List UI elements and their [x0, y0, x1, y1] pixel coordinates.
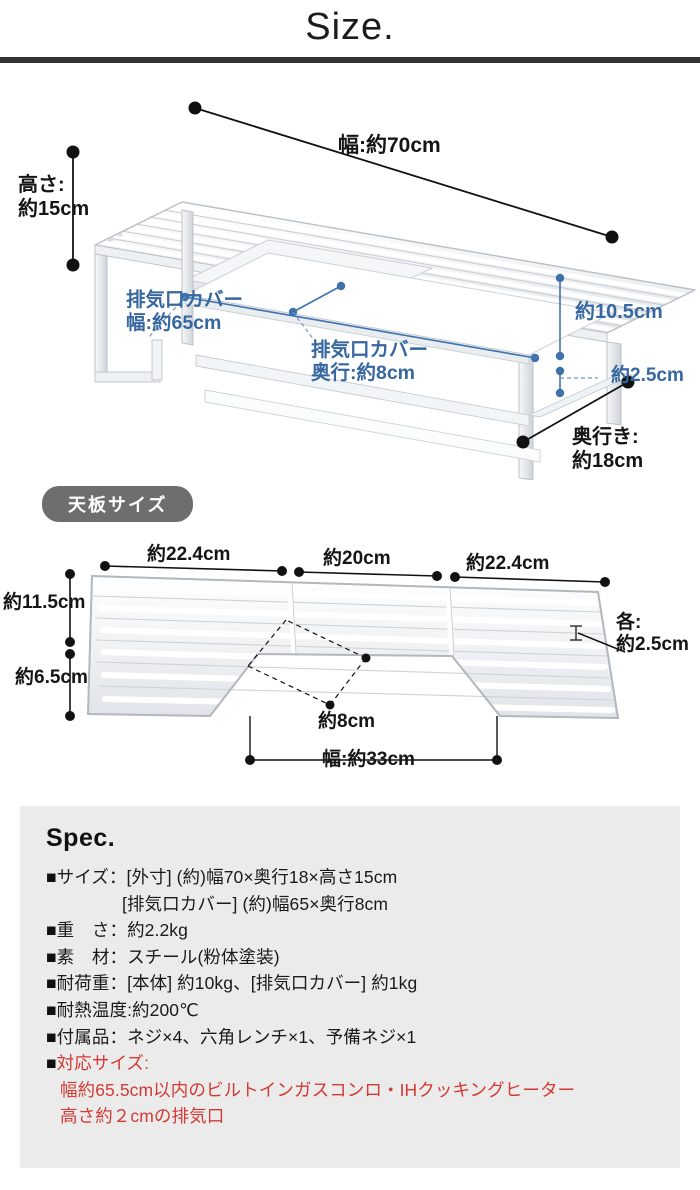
- spec-bullet-icon: ■: [46, 1026, 57, 1047]
- spec-bullet-icon: ■: [46, 946, 57, 967]
- dim-width: [188, 101, 619, 244]
- spec-bullet-icon: ■: [46, 973, 57, 994]
- dim-plate-heights: [65, 569, 75, 721]
- dim-cover-width: [147, 292, 540, 363]
- plate-body: [86, 574, 626, 720]
- header-divider: [0, 57, 700, 63]
- rack-leg-left-front: [94, 253, 163, 383]
- main-product-diagram: 高さ: 約15cm 幅:約70cm 奥行き: 約18cm 排気口カバー 幅:約6…: [0, 90, 700, 481]
- spec-bullet-icon: ■: [46, 867, 57, 887]
- label-height-lower: 約6.5cm: [15, 667, 88, 688]
- dim-gap-lower: [555, 366, 598, 398]
- spec-row-text: サイズ：[外寸] (約)幅70×奥行18×高さ15cm: [56, 867, 398, 887]
- label-height-upper: 約11.5cm: [3, 592, 86, 613]
- spec-row: ■重 さ：約2.2kg: [46, 917, 666, 944]
- label-gap-upper: 約10.5cm: [575, 301, 663, 323]
- spec-row: 高さ約２cmの排気口: [46, 1103, 666, 1130]
- spec-bullet-icon: ■: [46, 920, 57, 941]
- dim-height: [66, 145, 80, 272]
- spec-row-text: [排気口カバー] (約)幅65×奥行8cm: [122, 893, 389, 914]
- spec-row: ■対応サイズ:: [46, 1050, 666, 1077]
- spec-bullet-icon: ■: [46, 999, 57, 1020]
- spec-list: ■サイズ：[外寸] (約)幅70×奥行18×高さ15cm[排気口カバー] (約)…: [46, 864, 666, 1130]
- label-height: 高さ: 約15cm: [18, 174, 90, 220]
- spec-row: ■耐荷重：[本体] 約10kg、[排気口カバー] 約1kg: [46, 970, 666, 997]
- plate-gap-marker: [570, 625, 626, 653]
- spec-panel: Spec. ■サイズ：[外寸] (約)幅70×奥行18×高さ15cm[排気口カバ…: [20, 806, 680, 1168]
- rack-bottom-bar: [527, 372, 634, 418]
- label-depth: 奥行き: 約18cm: [572, 426, 644, 472]
- dim-gap-upper: [555, 273, 565, 361]
- spec-row-text: 耐荷重：[本体] 約10kg、[排気口カバー] 約1kg: [56, 973, 418, 994]
- spec-row-text: 重 さ：約2.2kg: [56, 920, 188, 941]
- label-seg-center: 約20cm: [323, 548, 391, 569]
- page-header: Size.: [0, 0, 700, 63]
- page-title: Size.: [305, 6, 395, 48]
- spec-row: ■耐熱温度:約200℃: [46, 997, 666, 1024]
- spec-row-text: 幅約65.5cm以内のビルトインガスコンロ・IHクッキングヒーター: [60, 1079, 576, 1100]
- spec-row-text: 高さ約２cmの排気口: [60, 1106, 225, 1127]
- spec-row: ■素 材：スチール(粉体塗装): [46, 944, 666, 971]
- spec-row: ■付属品：ネジ×4、六角レンチ×1、予備ネジ×1: [46, 1024, 666, 1051]
- label-seg-left: 約22.4cm: [147, 544, 231, 565]
- spec-row-text: 素 材：スチール(粉体塗装): [56, 946, 280, 967]
- label-notch-width: 幅:約33cm: [322, 749, 415, 770]
- spec-title: Spec.: [46, 824, 116, 852]
- dim-segments-top: [100, 561, 610, 587]
- label-cover-width: 排気口カバー 幅:約65cm: [126, 289, 244, 334]
- label-each-gap: 各: 約2.5cm: [616, 612, 689, 656]
- label-notch-depth: 約8cm: [318, 711, 376, 732]
- top-plate-diagram: 約22.4cm 約20cm 約22.4cm 約11.5cm 約6.5cm 各: …: [0, 530, 700, 798]
- spec-row-text: 耐熱温度:約200℃: [56, 999, 199, 1020]
- label-seg-right: 約22.4cm: [466, 553, 550, 574]
- top-plate-svg: [65, 561, 626, 765]
- spec-row-text: 付属品：ネジ×4、六角レンチ×1、予備ネジ×1: [56, 1026, 417, 1047]
- rack-perspective-svg: [66, 101, 697, 481]
- dim-notch-width: [245, 716, 502, 765]
- label-cover-depth: 排気口カバー 奥行:約8cm: [311, 339, 429, 384]
- spec-row: ■サイズ：[外寸] (約)幅70×奥行18×高さ15cm: [46, 864, 666, 891]
- label-gap-lower: 約2.5cm: [611, 365, 684, 386]
- dim-cover-depth: [288, 281, 346, 353]
- label-width: 幅:約70cm: [338, 134, 441, 157]
- spec-row: 幅約65.5cm以内のビルトインガスコンロ・IHクッキングヒーター: [46, 1077, 666, 1104]
- spec-row: [排気口カバー] (約)幅65×奥行8cm: [46, 891, 666, 918]
- dim-depth: [516, 375, 635, 449]
- dim-notch-depth: [247, 619, 371, 710]
- section-badge-top-plate: 天板サイズ: [42, 486, 194, 522]
- spec-row-text: 対応サイズ:: [56, 1053, 150, 1074]
- spec-bullet-icon: ■: [46, 1053, 57, 1074]
